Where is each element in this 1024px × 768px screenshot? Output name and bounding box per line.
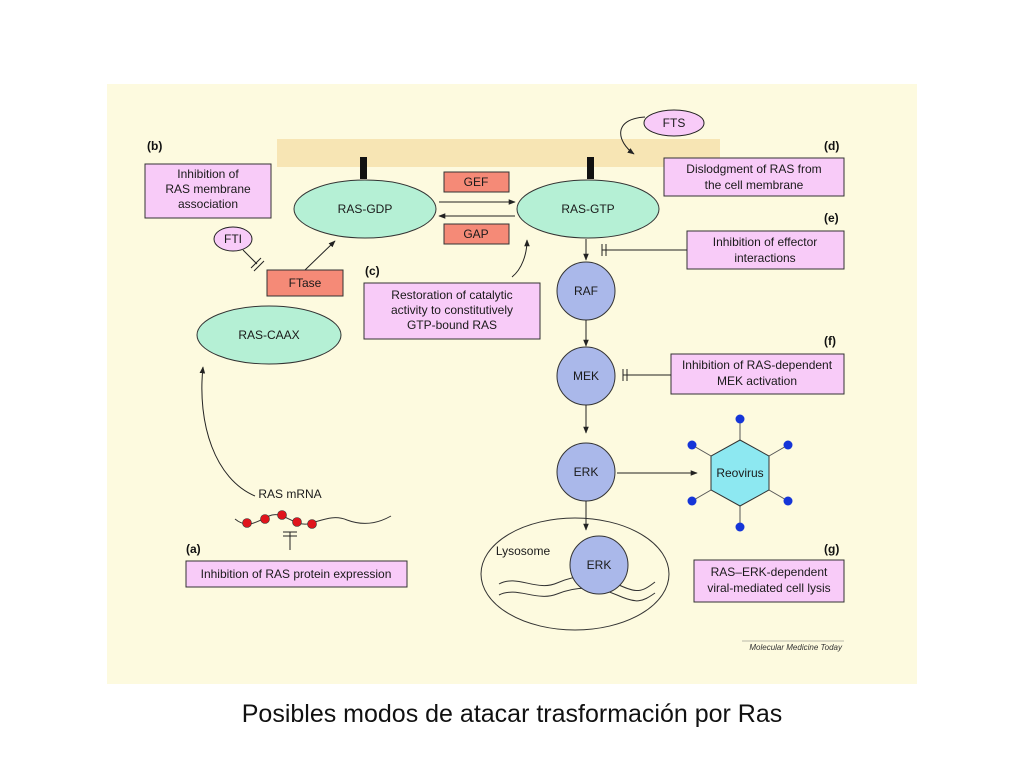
fts-node: FTS	[643, 109, 705, 137]
ras-mrna-label: RAS mRNA	[258, 487, 321, 501]
svg-text:association: association	[178, 197, 238, 211]
svg-text:MEK activation: MEK activation	[717, 374, 797, 388]
box-f-mek-activation: Inhibition of RAS-dependent MEK activati…	[670, 353, 845, 395]
slide-title: Posibles modos de atacar trasformación p…	[241, 700, 783, 728]
ras-gdp-anchor	[360, 157, 367, 179]
restoration-arrow	[511, 239, 530, 278]
label-a: (a)	[186, 542, 201, 556]
box-d-dislodgment: Dislodgment of RAS from the cell membran…	[663, 157, 845, 197]
svg-text:interactions: interactions	[734, 251, 795, 265]
ftase-arrow	[304, 240, 336, 271]
svg-text:RAS-GDP: RAS-GDP	[338, 202, 393, 216]
fti-inhibit-bar2	[253, 260, 265, 272]
svg-text:Inhibition of effector: Inhibition of effector	[713, 235, 818, 249]
svg-text:FTase: FTase	[289, 276, 322, 290]
reovirus: Reovirus	[687, 414, 793, 532]
svg-text:Restoration of catalytic: Restoration of catalytic	[391, 288, 512, 302]
svg-text:ERK: ERK	[587, 558, 612, 572]
svg-text:Inhibition of RAS protein expr: Inhibition of RAS protein expression	[201, 567, 392, 581]
ras-pathway-diagram: FTS (b) (d) (e) (c) (f) (a) (g) Inhibiti…	[144, 109, 845, 652]
source-credit: Molecular Medicine Today	[749, 643, 843, 652]
label-g: (g)	[824, 542, 839, 556]
label-d: (d)	[824, 139, 839, 153]
mek-node: MEK	[556, 346, 616, 406]
svg-text:GAP: GAP	[463, 227, 488, 241]
ras-gdp-node: RAS-GDP	[293, 179, 437, 239]
ras-gtp-anchor	[587, 157, 594, 179]
svg-text:the cell membrane: the cell membrane	[705, 178, 804, 192]
gef-box: GEF	[443, 171, 510, 193]
ftase-box: FTase	[266, 269, 344, 297]
fti-inhibit-bar1	[250, 257, 262, 269]
box-c-restoration: Restoration of catalytic activity to con…	[363, 282, 541, 340]
svg-text:Inhibition of RAS-dependent: Inhibition of RAS-dependent	[682, 358, 833, 372]
cell-membrane	[277, 139, 720, 167]
box-b-membrane-association: Inhibition of RAS membrane association	[144, 163, 272, 219]
ras-gtp-node: RAS-GTP	[516, 179, 660, 239]
svg-text:viral-mediated cell lysis: viral-mediated cell lysis	[707, 581, 830, 595]
svg-text:ERK: ERK	[574, 465, 599, 479]
label-e: (e)	[824, 211, 839, 225]
mrna-ribosome-beads	[242, 510, 317, 529]
label-b: (b)	[147, 139, 162, 153]
fti-node: FTI	[213, 226, 253, 252]
svg-text:RAS-CAAX: RAS-CAAX	[238, 328, 299, 342]
svg-text:GTP-bound RAS: GTP-bound RAS	[407, 318, 497, 332]
box-a-protein-expression: Inhibition of RAS protein expression	[185, 560, 408, 588]
svg-text:Lysosome: Lysosome	[496, 544, 551, 558]
svg-text:GEF: GEF	[464, 175, 489, 189]
label-c: (c)	[365, 264, 380, 278]
box-g-viral-lysis: RAS–ERK-dependent viral-mediated cell ly…	[693, 559, 845, 603]
fts-arrow	[620, 116, 646, 155]
svg-text:FTS: FTS	[663, 116, 686, 130]
fti-inhibit-line	[242, 249, 258, 265]
mrna-to-caax-arrow	[199, 366, 256, 497]
svg-text:RAF: RAF	[574, 284, 598, 298]
erk-lysosome-node: ERK	[569, 535, 629, 595]
svg-text:Inhibition of: Inhibition of	[177, 167, 239, 181]
svg-text:Reovirus: Reovirus	[716, 466, 763, 480]
diagram-panel: FTS (b) (d) (e) (c) (f) (a) (g) Inhibiti…	[107, 84, 917, 684]
svg-text:RAS–ERK-dependent: RAS–ERK-dependent	[711, 565, 828, 579]
label-f: (f)	[824, 334, 836, 348]
ras-mrna-strand	[234, 514, 392, 525]
svg-text:RAS-GTP: RAS-GTP	[561, 202, 614, 216]
erk-node: ERK	[556, 442, 616, 502]
ras-caax-node: RAS-CAAX	[196, 305, 342, 365]
svg-text:FTI: FTI	[224, 232, 242, 246]
box-e-effector-interactions: Inhibition of effector interactions	[686, 230, 845, 270]
svg-text:MEK: MEK	[573, 369, 599, 383]
raf-node: RAF	[556, 261, 616, 321]
svg-text:Dislodgment of RAS from: Dislodgment of RAS from	[686, 162, 821, 176]
svg-text:RAS membrane: RAS membrane	[165, 182, 251, 196]
gap-box: GAP	[443, 223, 510, 245]
svg-text:activity to constitutively: activity to constitutively	[391, 303, 513, 317]
